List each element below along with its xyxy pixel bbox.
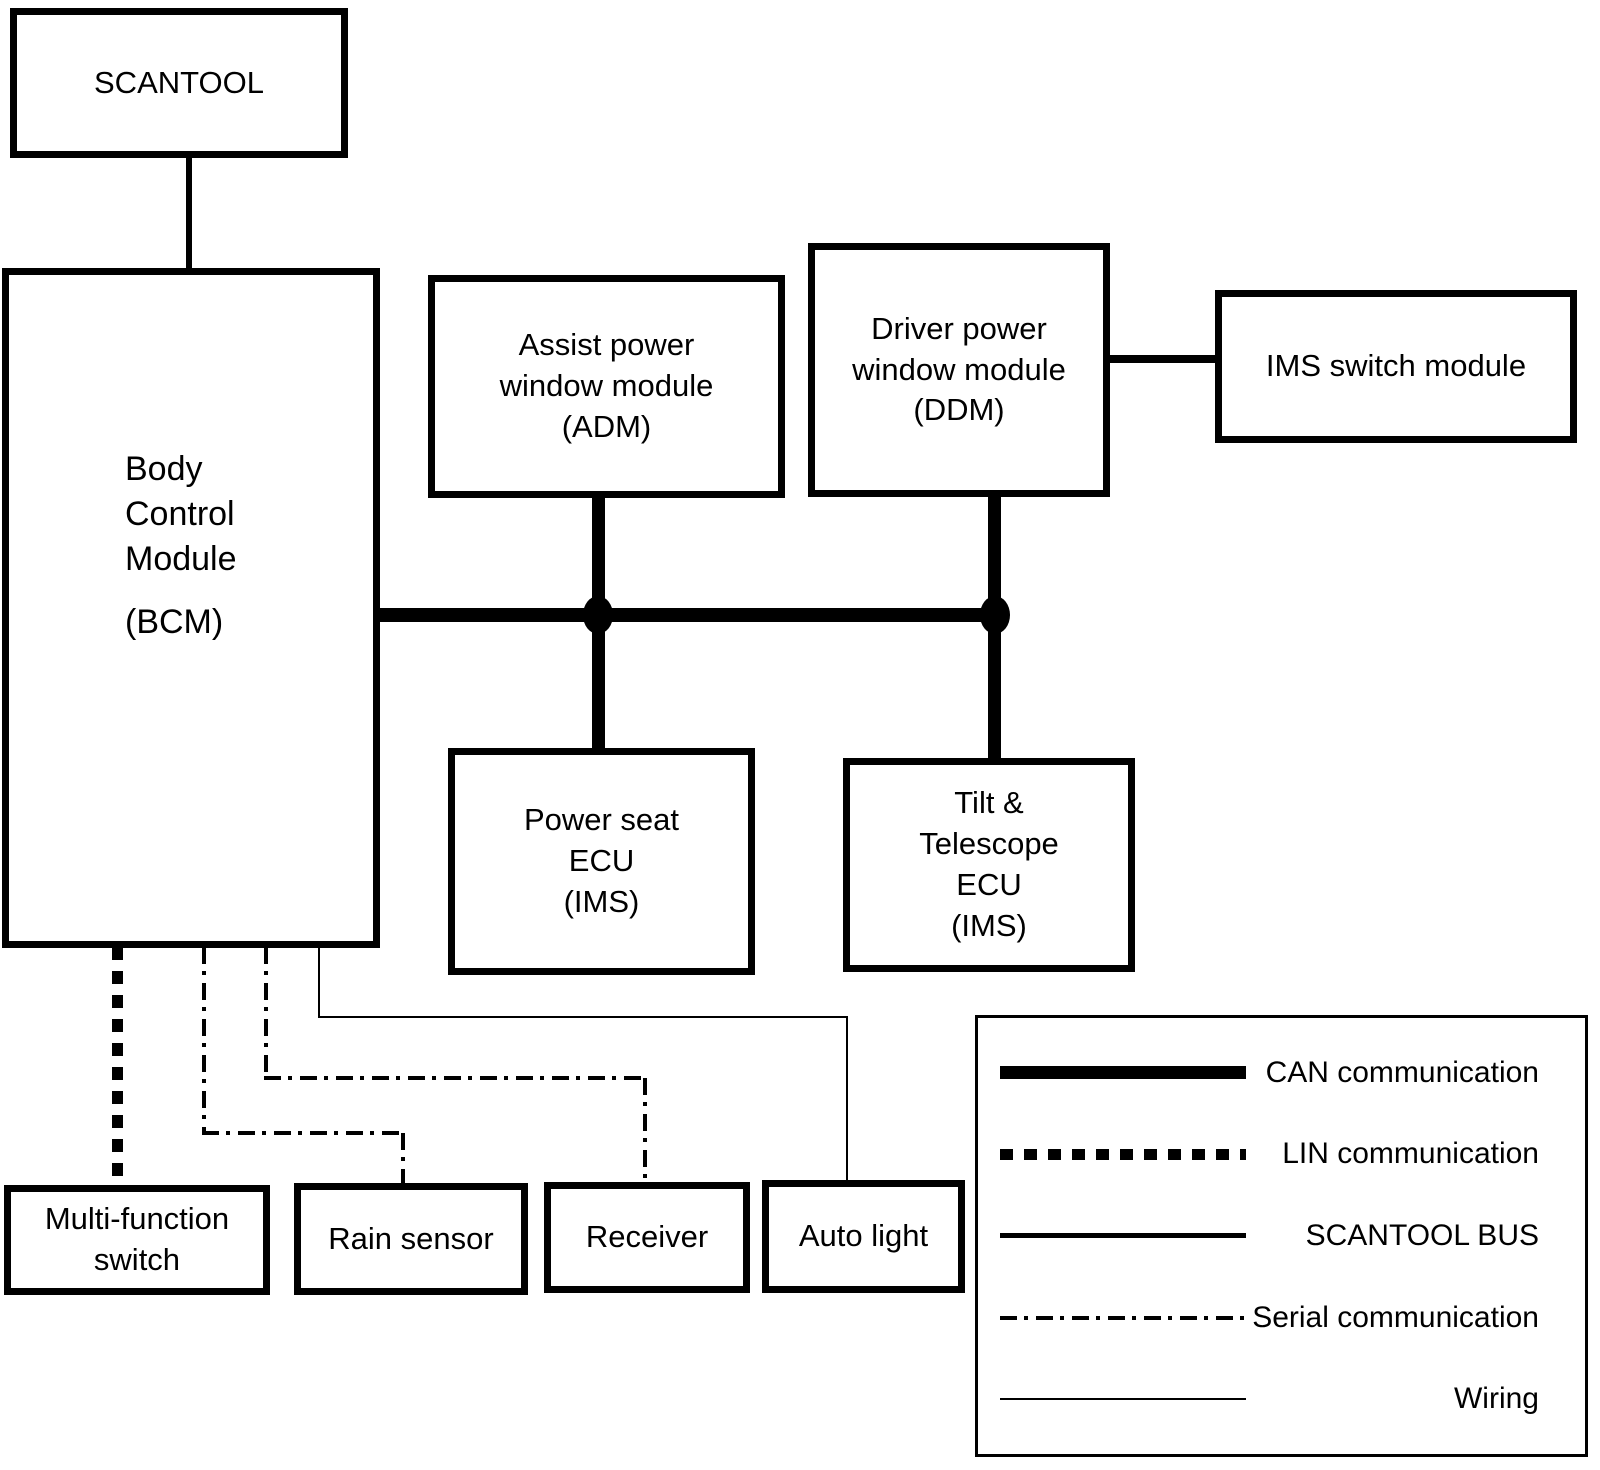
adm-label: window module (499, 368, 714, 404)
ddm-label: Driver power (871, 310, 1047, 346)
lin-line-sample (1000, 1148, 1246, 1160)
ims-switch-module-box: IMS switch module (1215, 290, 1577, 443)
tilt-telescope-ecu-label: ECU (956, 867, 1022, 902)
wiring-line-auto-light-seg2 (318, 1016, 848, 1018)
bcm-label: Module (125, 539, 237, 578)
bcm-label: Body (125, 450, 203, 488)
can-junction-right (980, 596, 1010, 634)
bcm-label: (BCM) (125, 602, 224, 641)
can-bus-horizontal (380, 608, 996, 622)
serial-line-sample (1000, 1315, 1246, 1320)
serial-line-rain-sensor-seg3 (401, 1133, 405, 1185)
multi-function-switch-box: Multi-function switch (4, 1185, 270, 1295)
power-seat-ecu-label: Power seat (523, 802, 680, 838)
tilt-telescope-ecu-label: Telescope (919, 826, 1059, 862)
legend-row-can: CAN communication (978, 1056, 1585, 1090)
legend-row-scantool: SCANTOOL BUS (978, 1219, 1585, 1253)
legend-row-lin: LIN communication (978, 1137, 1585, 1171)
auto-light-box: Auto light (762, 1180, 965, 1293)
wiring-line-auto-light-seg3 (846, 1016, 848, 1182)
rain-sensor-label: Rain sensor (328, 1220, 494, 1256)
can-junction-left (583, 596, 613, 634)
wiring-line-sample (1000, 1398, 1246, 1401)
scantool-box: SCANTOOL (10, 8, 348, 158)
serial-line-rain-sensor-seg1 (202, 947, 206, 1135)
multi-function-switch-label: Multi-function (44, 1201, 230, 1237)
serial-line-receiver-seg2 (264, 1076, 647, 1080)
power-seat-ecu-label: (IMS) (563, 883, 640, 919)
scantool-bus-line (186, 157, 192, 270)
scantool-line-sample (1000, 1233, 1246, 1239)
legend-label-lin: LIN communication (1282, 1137, 1539, 1171)
auto-light-label: Auto light (798, 1218, 929, 1254)
bcm-label: Control (125, 494, 235, 533)
ddm-ims-switch-link (1110, 355, 1216, 363)
legend-row-wiring: Wiring (978, 1382, 1585, 1416)
ims-switch-module-label: IMS switch module (1265, 348, 1527, 384)
adm-box: Assist power window module (ADM) (428, 275, 785, 498)
receiver-box: Receiver (544, 1182, 750, 1293)
serial-line-rain-sensor-seg2 (202, 1131, 405, 1135)
receiver-label: Receiver (585, 1219, 709, 1255)
adm-label: (ADM) (561, 408, 652, 444)
can-line-sample (1000, 1066, 1246, 1080)
power-seat-ecu-label: ECU (568, 843, 635, 879)
scantool-label: SCANTOOL (94, 64, 264, 100)
ddm-box: Driver power window module (DDM) (808, 243, 1110, 497)
rain-sensor-box: Rain sensor (294, 1183, 528, 1295)
multi-function-switch-label: switch (93, 1242, 181, 1277)
adm-label: Assist power (518, 327, 695, 363)
wiring-line-auto-light-seg1 (318, 947, 320, 1018)
legend-row-serial: Serial communication (978, 1301, 1585, 1335)
ddm-label: (DDM) (913, 392, 1005, 428)
serial-line-receiver-seg3 (643, 1078, 647, 1184)
tilt-telescope-ecu-label: (IMS) (951, 907, 1027, 943)
legend-label-serial: Serial communication (1252, 1300, 1539, 1334)
tilt-telescope-ecu-label: Tilt & (954, 785, 1024, 821)
legend-label-can: CAN communication (1265, 1055, 1539, 1089)
ddm-label: window module (852, 351, 1066, 387)
legend-label-wiring: Wiring (1453, 1382, 1539, 1416)
legend-label-scantool: SCANTOOL BUS (1305, 1218, 1539, 1252)
serial-line-receiver-seg1 (264, 947, 268, 1080)
lin-line-multi-function-switch (112, 947, 123, 1187)
